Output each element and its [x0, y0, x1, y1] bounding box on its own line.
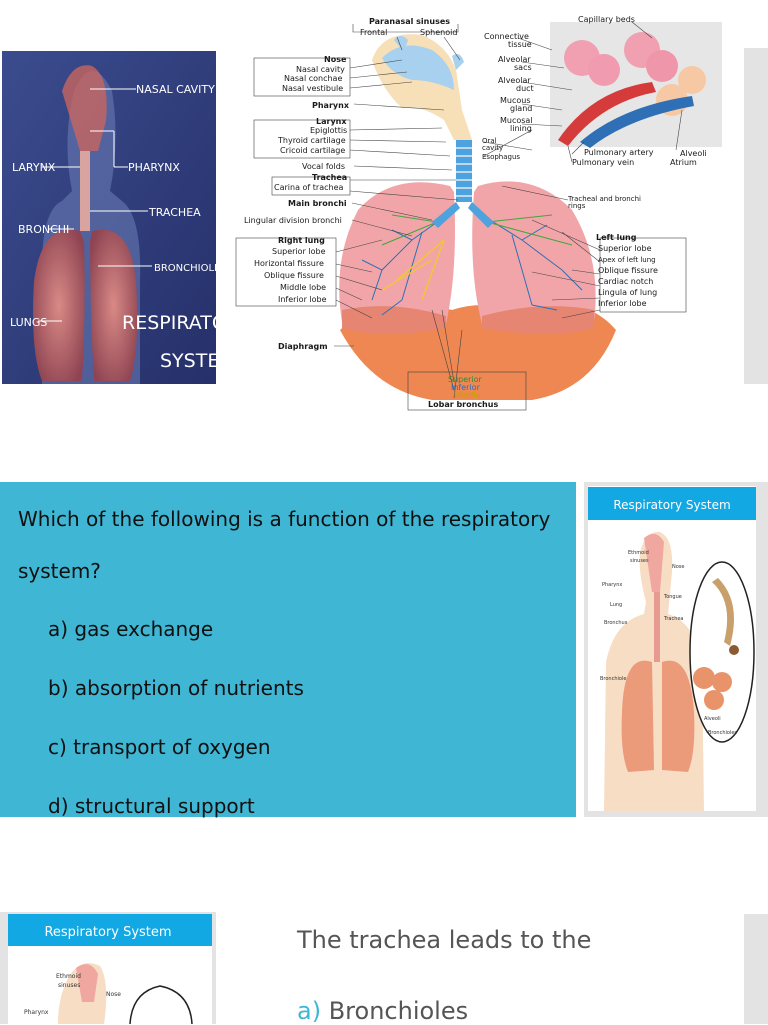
label-lobar-bronchus: Lobar bronchus [428, 400, 498, 409]
label-vocal-folds: Vocal folds [302, 162, 345, 171]
label-capillary: Capillary beds [578, 15, 635, 24]
label-r-oblique: Oblique fissure [264, 271, 324, 280]
label-mucosal-1: Mucosal [500, 116, 533, 125]
label-sphenoid: Sphenoid [420, 28, 457, 37]
photo-title-line1: RESPIRATORY [122, 312, 216, 334]
label-mucous-2: gland [510, 104, 532, 113]
fig2-label-ethmoid-2: sinuses [58, 982, 80, 989]
fig2-label-pharynx: Pharynx [24, 1009, 49, 1016]
label-alveolar-sacs-1: Alveolar [498, 55, 531, 64]
label-lobar-middle: Middle [454, 391, 481, 400]
label-lobar-inferior: Inferior [451, 383, 481, 392]
respiratory-diagram: Paranasal sinuses Frontal Sphenoid Nose … [232, 10, 732, 412]
label-diaphragm: Diaphragm [278, 342, 328, 351]
label-connective-2: tissue [508, 40, 532, 49]
fig-label-trachea: Trachea [663, 616, 684, 622]
label-main-bronchi: Main bronchi [288, 199, 347, 208]
label-nasal-conchae: Nasal conchae [284, 74, 342, 83]
label-mucous-1: Mucous [500, 96, 531, 105]
answer-2-letter: a) [297, 997, 322, 1025]
fig-label-nose: Nose [672, 564, 684, 570]
fig-label-alveoli: Alveoli [704, 716, 721, 722]
label-alveolar-duct-2: duct [516, 84, 534, 93]
answer-option-a[interactable]: a) gas exchange [48, 617, 214, 641]
label-tracheal-rings-1: Tracheal and bronchi [567, 195, 641, 203]
fig2-label-nose: Nose [106, 991, 121, 998]
label-nasal-vestibule: Nasal vestibule [282, 84, 343, 93]
label-nasal-cavity: Nasal cavity [296, 65, 345, 74]
label-pharynx: Pharynx [312, 101, 350, 110]
label-trachea: Trachea [312, 173, 347, 182]
label-larynx: Larynx [316, 117, 347, 126]
label-oral-1: Oral [482, 137, 497, 145]
label-l-superior: Superior lobe [598, 244, 652, 253]
respiratory-figure-2: Respiratory System Ethmoid sinuses Nose … [0, 912, 216, 1024]
photo-label-bronchioles: BRONCHIOLES [154, 263, 216, 274]
label-l-oblique: Oblique fissure [598, 266, 658, 275]
answer-option-b[interactable]: b) absorption of nutrients [48, 676, 304, 700]
photo-label-trachea: TRACHEA [148, 206, 201, 219]
answer-option-d[interactable]: d) structural support [48, 794, 255, 818]
respiratory-photo: NASAL CAVITY LARYNX PHARYNX TRACHEA BRON… [2, 51, 216, 384]
label-pulm-vein: Pulmonary vein [572, 158, 634, 167]
label-l-lingula: Lingula of lung [598, 288, 657, 297]
fig-label-lung: Lung [610, 602, 622, 608]
photo-label-bronchi: BRONCHI [18, 223, 69, 236]
photo-label-lungs: LUNGS [10, 316, 47, 329]
label-epiglottis: Epiglottis [310, 126, 347, 135]
photo-label-pharynx: PHARYNX [128, 161, 180, 174]
fig-label-pharynx: Pharynx [602, 582, 622, 588]
label-cricoid: Cricoid cartilage [280, 146, 345, 155]
photo-title-line2: SYSTEM [160, 350, 216, 372]
label-left-lung: Left lung [596, 233, 637, 242]
fig-label-bronchus: Bronchus [604, 620, 628, 626]
question-line-2: system? [18, 559, 101, 583]
question-2-text: The trachea leads to the [297, 926, 592, 954]
respiratory-figure: Respiratory System Ethmoid sinuses Nose … [584, 482, 768, 817]
label-alveolar-duct-1: Alveolar [498, 76, 531, 85]
label-r-inferior: Inferior lobe [278, 295, 327, 304]
label-alveolar-sacs-2: sacs [514, 63, 532, 72]
answer-2-text: Bronchioles [328, 997, 469, 1025]
label-mucosal-2: lining [510, 124, 532, 133]
label-lingular: Lingular division bronchi [244, 216, 342, 225]
label-atrium: Atrium [670, 158, 697, 167]
label-carina: Carina of trachea [274, 183, 343, 192]
fig-label-bronchiole: Bronchiole [600, 676, 626, 682]
figure-2-title: Respiratory System [44, 925, 171, 940]
label-l-cardiac: Cardiac notch [598, 277, 653, 286]
fig-label-ethmoid-1: Ethmoid [628, 550, 649, 556]
label-thyroid: Thyroid cartilage [277, 136, 346, 145]
label-l-apex: Apex of left lung [598, 256, 656, 264]
photo-label-nasal-cavity: NASAL CAVITY [136, 83, 215, 96]
fig-label-tongue: Tongue [663, 594, 682, 600]
answer-2-option-a[interactable]: a) Bronchioles [297, 997, 468, 1025]
next-slide-edge [744, 48, 768, 384]
fig-label-ethmoid-2: sinuses [630, 558, 649, 564]
label-tracheal-rings-2: rings [568, 202, 586, 210]
figure-title: Respiratory System [613, 498, 730, 512]
label-frontal: Frontal [360, 28, 387, 37]
label-oral-2: cavity [482, 144, 503, 152]
label-paranasal: Paranasal sinuses [369, 17, 450, 26]
fig-label-bronchioles: Bronchioles [708, 730, 737, 736]
quiz-panel: Which of the following is a function of … [0, 482, 576, 818]
label-nose: Nose [324, 55, 347, 64]
label-r-middle: Middle lobe [280, 283, 326, 292]
label-lobar-superior: Superior [448, 375, 483, 384]
label-alveoli: Alveoli [680, 149, 707, 158]
fig2-label-ethmoid-1: Ethmoid [56, 973, 81, 980]
photo-label-larynx: LARYNX [12, 161, 56, 174]
label-right-lung: Right lung [278, 236, 325, 245]
label-pulm-artery: Pulmonary artery [584, 148, 654, 157]
label-l-inferior: Inferior lobe [598, 299, 647, 308]
answer-option-c[interactable]: c) transport of oxygen [48, 735, 271, 759]
label-esophagus: Esophagus [482, 153, 520, 161]
label-r-superior: Superior lobe [272, 247, 326, 256]
question-line-1: Which of the following is a function of … [18, 507, 551, 531]
label-r-horizontal: Horizontal fissure [254, 259, 324, 268]
next-slide-edge [744, 914, 768, 1024]
label-connective-1: Connective [484, 32, 529, 41]
